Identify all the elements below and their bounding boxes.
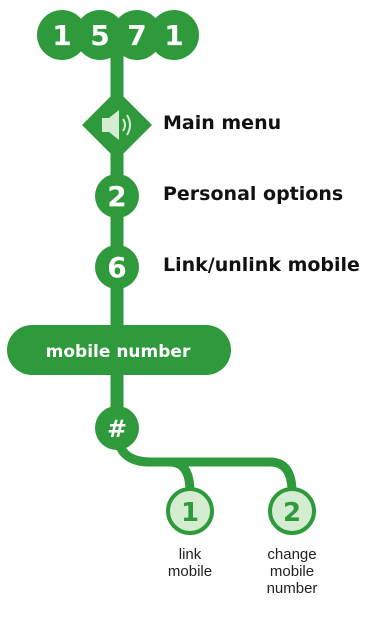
branch-line-2 [112,429,297,493]
key-2-text: 2 [107,180,126,213]
hash-key-node: # [95,406,139,450]
mobile-number-text: mobile number [46,342,191,362]
main-menu-node [82,90,152,160]
key-6-node: 6 [95,245,139,289]
digit-4: 1 [164,19,183,52]
option-2-description: change mobile number [252,546,332,597]
digit-3: 7 [127,19,146,52]
option-1-line-1: link [178,546,202,563]
option-2-node: 2 [268,487,316,535]
personal-options-label: Personal options [163,183,344,205]
main-menu-label: Main menu [163,112,282,134]
option-1-line-2: mobile [167,563,213,580]
option-2-line-1: change [267,546,317,563]
option-2-line-3: number [266,580,318,597]
option-1-node: 1 [166,487,214,535]
hash-key-text: # [107,415,127,443]
key-2-node: 2 [95,174,139,218]
option-2-line-2: mobile [269,563,315,580]
option-1-description: link mobile [150,546,230,580]
link-unlink-mobile-label: Link/unlink mobile [163,254,360,276]
option-1-key: 1 [181,498,199,528]
option-2-key: 2 [283,498,301,528]
mobile-number-blob: mobile number [7,325,231,375]
speaker-icon [102,110,131,140]
digit-2: 5 [90,19,109,52]
phone-number-blob: 1 5 7 1 [37,10,199,60]
key-6-text: 6 [107,251,126,284]
digit-1: 1 [52,19,71,52]
